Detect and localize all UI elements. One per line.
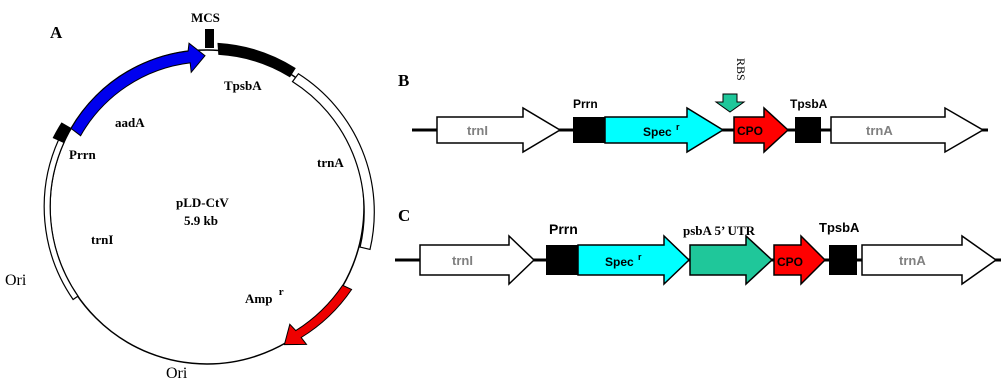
trni-label-a: trnI (91, 232, 113, 247)
aada-arrow (70, 42, 206, 137)
specr-arrow-c (577, 234, 691, 286)
tpsba-box-b (795, 117, 821, 143)
specr-label-b: Spec r (643, 122, 680, 139)
prrn-box-b (573, 117, 605, 143)
trna-label-c: trnA (899, 253, 926, 268)
trni-segment (43, 139, 79, 301)
tpsba-label-a: TpsbA (224, 78, 262, 93)
prrn-label-b: Prrn (573, 97, 598, 111)
prrn-segment (52, 122, 72, 143)
mcs-marker (205, 29, 214, 48)
rbs-arrow (714, 93, 746, 113)
panel-a: A MCS TpsbA aadA Prrn trnA pLD-CtV 5.9 k… (5, 10, 375, 380)
trni-label-b: trnI (467, 123, 488, 138)
prrn-label-c: Prrn (549, 221, 578, 237)
trna-label-a: trnA (317, 155, 344, 170)
cpo-label-b: CPO (737, 124, 763, 138)
cpo-label-c: CPO (777, 255, 803, 269)
plasmid-name: pLD-CtV (176, 195, 229, 210)
trni-arrow-b (436, 106, 562, 154)
rbs-label: RBS (734, 58, 748, 81)
tpsba-label-b: TpsbA (790, 97, 828, 111)
panel-c: C trnI Prrn Spec r psbA 5’ UTR CPO TpsbA… (395, 206, 1001, 286)
tpsba-box-c (829, 245, 857, 275)
specr-arrow-b (604, 106, 725, 154)
panel-b: B trnI Prrn Spec r RBS CPO TpsbA trnA (398, 58, 988, 154)
cpo-arrow-b (733, 106, 790, 154)
panel-a-letter: A (50, 23, 63, 42)
trna-segment (291, 72, 375, 251)
tpsba-segment (217, 42, 296, 78)
trna-arrow-c (861, 234, 998, 286)
specr-label-c: Spec r (605, 252, 642, 269)
tpsba-label-c: TpsbA (819, 220, 860, 235)
plasmid-size: 5.9 kb (184, 213, 218, 228)
prrn-box-c (546, 245, 578, 275)
trni-arrow-c (419, 234, 536, 286)
utr-label-c: psbA 5’ UTR (683, 223, 756, 238)
panel-b-letter: B (398, 71, 409, 90)
ori-label-left: Ori (5, 272, 27, 289)
trna-arrow-b (830, 106, 985, 154)
utr-arrow-c (689, 234, 774, 286)
mcs-label: MCS (191, 10, 220, 25)
aada-label: aadA (115, 115, 145, 130)
trna-label-b: trnA (866, 123, 893, 138)
ampr-label: Amp r (245, 286, 284, 306)
ampr-arrow (283, 284, 353, 346)
prrn-label-a: Prrn (69, 147, 96, 162)
ori-label-bottom: Ori (166, 365, 188, 380)
panel-c-letter: C (398, 206, 410, 225)
trni-label-c: trnI (452, 253, 473, 268)
cpo-arrow-c (773, 234, 827, 286)
